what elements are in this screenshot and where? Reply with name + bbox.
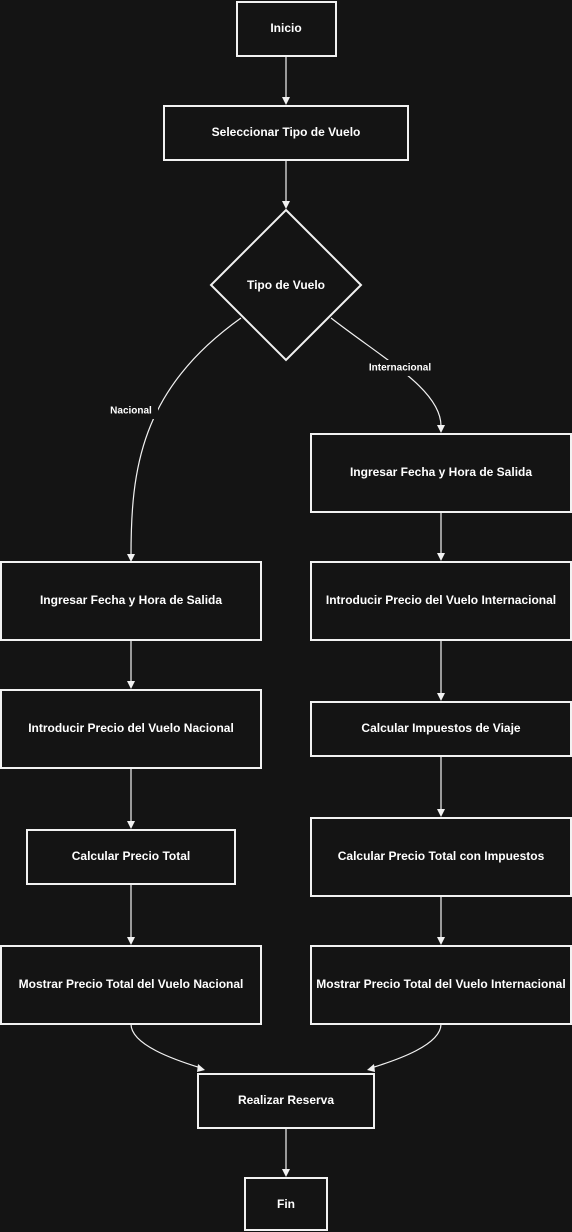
edge-nat-total-to-show <box>127 884 135 945</box>
edge-select-to-decision <box>282 160 290 209</box>
node-int-date: Ingresar Fecha y Hora de Salida <box>310 433 572 513</box>
node-int-taxes-label: Calcular Impuestos de Viaje <box>361 721 521 735</box>
node-nat-total-label: Calcular Precio Total <box>72 849 190 863</box>
node-int-price-label: Introducir Precio del Vuelo Internaciona… <box>326 593 556 607</box>
node-end-label: Fin <box>277 1197 295 1211</box>
edge-nat-date-to-price <box>127 640 135 689</box>
edge-decision-to-national <box>127 317 242 562</box>
node-start-label: Inicio <box>270 21 301 35</box>
edge-nat-price-to-total <box>127 768 135 829</box>
node-int-date-label: Ingresar Fecha y Hora de Salida <box>350 465 532 479</box>
node-int-taxes: Calcular Impuestos de Viaje <box>310 701 572 757</box>
node-reserve: Realizar Reserva <box>197 1073 375 1129</box>
node-int-total-label: Calcular Precio Total con Impuestos <box>338 849 545 863</box>
edge-label-nacional-text: Nacional <box>110 406 152 417</box>
node-nat-price-label: Introducir Precio del Vuelo Nacional <box>28 721 234 735</box>
node-nat-date: Ingresar Fecha y Hora de Salida <box>0 561 262 641</box>
node-int-total: Calcular Precio Total con Impuestos <box>310 817 572 897</box>
node-end: Fin <box>244 1177 328 1231</box>
edge-label-nacional: Nacional <box>104 403 158 419</box>
node-int-show: Mostrar Precio Total del Vuelo Internaci… <box>310 945 572 1025</box>
node-int-price: Introducir Precio del Vuelo Internaciona… <box>310 561 572 641</box>
edge-int-date-to-price <box>437 512 445 561</box>
node-nat-total: Calcular Precio Total <box>26 829 236 885</box>
node-decision: Tipo de Vuelo <box>209 208 363 362</box>
node-nat-show: Mostrar Precio Total del Vuelo Nacional <box>0 945 262 1025</box>
node-decision-label: Tipo de Vuelo <box>247 278 325 292</box>
edge-int-show-to-reserve <box>367 1023 442 1072</box>
edge-int-taxes-to-total <box>437 756 445 817</box>
edge-nat-show-to-reserve <box>130 1023 205 1072</box>
edge-int-total-to-show <box>437 896 445 945</box>
node-nat-show-label: Mostrar Precio Total del Vuelo Nacional <box>19 977 244 991</box>
edge-label-internacional: Internacional <box>364 360 436 376</box>
node-select-type-label: Seleccionar Tipo de Vuelo <box>212 125 361 139</box>
node-reserve-label: Realizar Reserva <box>238 1093 334 1107</box>
node-int-show-label: Mostrar Precio Total del Vuelo Internaci… <box>316 977 565 991</box>
edge-start-to-select <box>282 56 290 105</box>
edge-reserve-to-end <box>282 1128 290 1177</box>
node-select-type: Seleccionar Tipo de Vuelo <box>163 105 409 161</box>
edge-label-internacional-text: Internacional <box>369 363 431 374</box>
node-nat-date-label: Ingresar Fecha y Hora de Salida <box>40 593 222 607</box>
node-start: Inicio <box>236 1 337 57</box>
edge-int-price-to-taxes <box>437 640 445 701</box>
node-nat-price: Introducir Precio del Vuelo Nacional <box>0 689 262 769</box>
